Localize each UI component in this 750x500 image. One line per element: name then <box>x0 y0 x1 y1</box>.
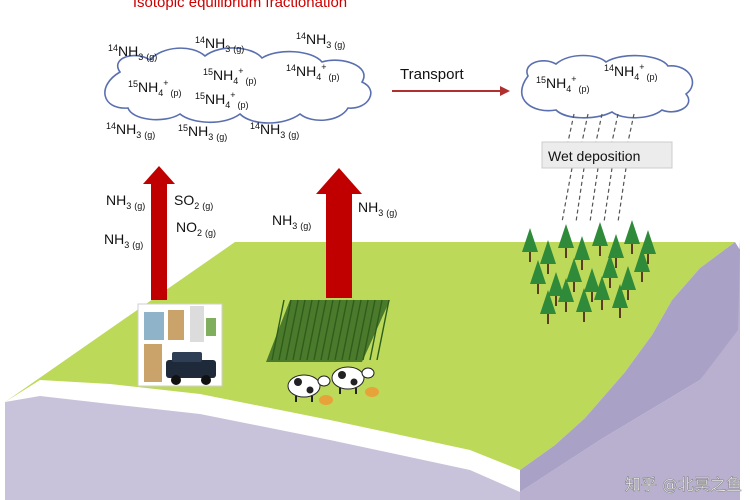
tree-icon <box>634 248 650 282</box>
tree-icon <box>522 228 538 262</box>
emission-arrow-mid <box>316 168 362 298</box>
cloud-right-species: 15NH4+(p) 14NH4+(p) <box>536 62 658 94</box>
crop-stalks <box>271 299 390 361</box>
tree-icon <box>558 278 574 312</box>
tree-icon <box>540 240 556 274</box>
species-gas-bottom-1: 15NH3(g) <box>178 123 227 142</box>
cow-icon <box>287 374 333 405</box>
species-gas-top-0: 14NH3(g) <box>108 43 157 62</box>
crop-stalk <box>348 299 362 361</box>
emission-label-nh3-upper: NH3(g) <box>106 192 145 211</box>
emission-label-nh3-lower: NH3(g) <box>104 231 143 250</box>
grass-top <box>5 242 735 470</box>
emission-left-labels: NH3(g) SO2(g) NO2(g) NH3(g) <box>104 192 216 250</box>
crop-stalk <box>285 299 299 361</box>
cow-icon <box>331 366 379 397</box>
crop-field-icon <box>266 299 390 362</box>
soil-front-face <box>5 396 520 500</box>
species-inside-2: 14NH4+(p) <box>286 62 340 82</box>
tree-icon <box>594 276 610 310</box>
tree-icon <box>530 260 546 294</box>
transport-arrow-head <box>500 86 510 96</box>
cloud-icon <box>520 54 694 119</box>
diagram-title: Isotopic equilibrium fractionation <box>133 0 347 11</box>
emission-label-so2: SO2(g) <box>174 192 213 211</box>
wet-deposition-box <box>541 141 673 169</box>
crop-stalk <box>369 299 383 361</box>
emission-label-nh3-field: NH3(g) <box>272 212 311 231</box>
crop-stalk <box>334 299 348 361</box>
crop-stalk <box>327 299 341 361</box>
watermark: 知乎 @北冥之鱼 <box>625 475 742 494</box>
emission-label-no2: NO2(g) <box>176 219 216 238</box>
soil-right-face <box>520 240 740 500</box>
crop-stalk <box>320 299 334 361</box>
tree-icon <box>624 220 640 254</box>
crop-stalk <box>376 299 390 361</box>
tree-icon <box>608 234 624 268</box>
grass-edge-right <box>520 242 740 492</box>
tree-icon <box>548 272 564 306</box>
species-gas-bottom-0: 14NH3(g) <box>106 121 155 140</box>
transport-label: Transport <box>400 66 464 83</box>
species-inside-0: 15NH4+(p) <box>128 78 182 98</box>
crop-stalk <box>313 299 327 361</box>
tree-icon <box>612 284 628 318</box>
species-right-0: 15NH4+(p) <box>536 74 590 94</box>
crop-stalk <box>292 299 306 361</box>
car-icon <box>166 352 216 385</box>
transport-arrow <box>392 86 510 96</box>
crop-stalk <box>355 299 369 361</box>
species-right-1: 14NH4+(p) <box>604 62 658 82</box>
cloud-left-species: 14NH3(g) 14NH3(g) 14NH3(g) 15NH4+(p) 15N… <box>106 31 345 142</box>
species-inside-3: 15NH4+(p) <box>195 90 249 110</box>
tree-icon <box>592 222 608 256</box>
tree-icon <box>584 268 600 302</box>
tree-icon <box>602 254 618 288</box>
species-gas-top-1: 14NH3(g) <box>195 35 244 54</box>
crop-stalk <box>341 299 355 361</box>
ground-block <box>5 240 740 500</box>
tree-icon <box>540 290 556 324</box>
tree-icon <box>620 266 636 300</box>
crop-stalk <box>306 299 320 361</box>
crop-stalk <box>299 299 313 361</box>
rain-lines <box>561 113 635 223</box>
crop-stalk <box>362 299 376 361</box>
wet-deposition-label: Wet deposition <box>548 148 640 164</box>
cloud-icon <box>104 47 372 124</box>
forest <box>522 220 656 324</box>
tree-icon <box>574 236 590 270</box>
species-gas-top-2: 14NH3(g) <box>296 31 345 50</box>
tree-icon <box>558 224 574 258</box>
tree-icon <box>576 288 592 322</box>
crop-stalk <box>278 299 292 361</box>
species-gas-bottom-2: 14NH3(g) <box>250 121 299 140</box>
species-inside-1: 15NH4+(p) <box>203 66 257 86</box>
crop-stalk <box>271 299 285 361</box>
tree-icon <box>566 258 582 292</box>
emission-label-nh3-arrow: NH3(g) <box>358 199 397 218</box>
emission-mid-labels: NH3(g) NH3(g) <box>272 199 397 231</box>
tree-icon <box>640 230 656 264</box>
emission-arrow-left <box>143 166 175 300</box>
